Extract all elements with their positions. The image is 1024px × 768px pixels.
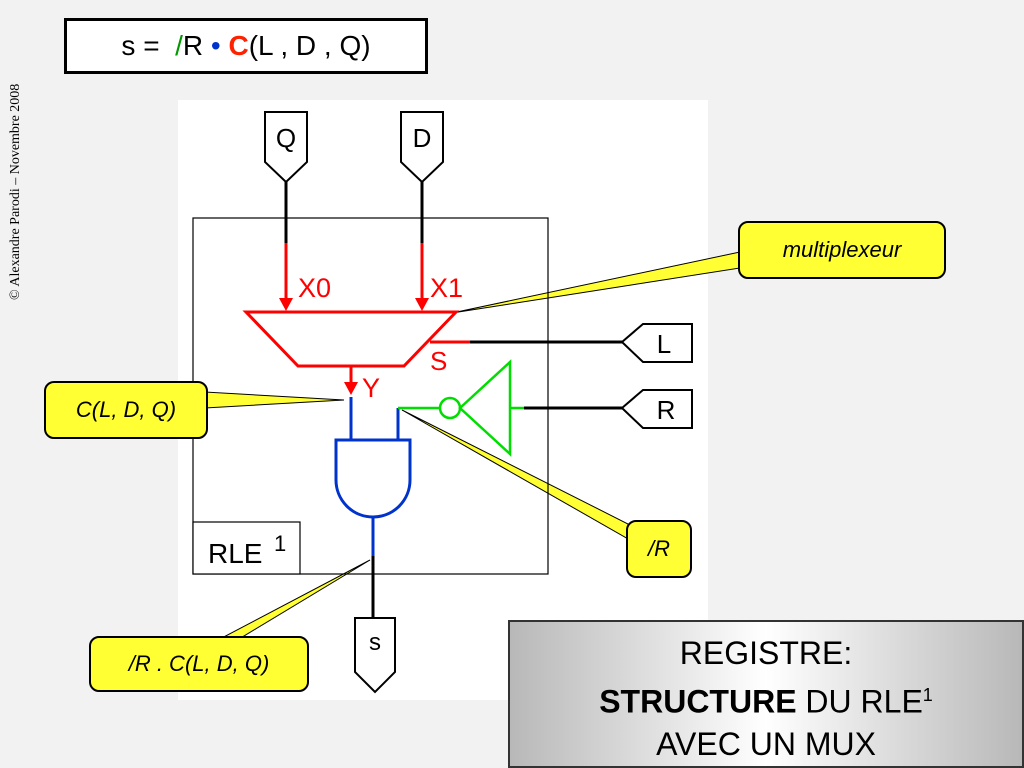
mux-x1-label: X1 xyxy=(430,273,463,303)
title-line1: REGISTRE: xyxy=(679,635,853,671)
formula-prefix: s = xyxy=(121,30,176,61)
title-line2-sup: 1 xyxy=(922,685,933,705)
input-l-label: L xyxy=(657,329,671,359)
mux-x0-label: X0 xyxy=(298,273,331,303)
mux-s-label: S xyxy=(430,346,447,376)
callout-and-out: /R . C(L, D, Q) xyxy=(89,636,309,692)
formula-args: (L , D , Q) xyxy=(248,30,371,61)
formula-c: C xyxy=(220,30,249,61)
rle-label-sup: 1 xyxy=(274,531,286,556)
input-r-label: R xyxy=(657,395,676,425)
formula-slash: / xyxy=(175,30,183,61)
rle-label: RLE xyxy=(208,538,262,569)
multiplexeur-pointer xyxy=(451,251,741,314)
multiplexer-shape xyxy=(242,310,460,368)
inverter-triangle xyxy=(458,359,512,457)
title-line2-rest: DU RLE xyxy=(796,683,923,720)
input-pin-l xyxy=(620,323,693,363)
input-q-label: Q xyxy=(276,123,296,153)
title-line2: STRUCTURE DU RLE1 xyxy=(510,674,1022,723)
title-line2-bold: STRUCTURE xyxy=(599,683,797,720)
formula-r: R xyxy=(182,30,211,61)
and-gate-shape xyxy=(334,438,412,519)
input-pin-q xyxy=(264,111,308,184)
mux-arrow-x0 xyxy=(279,298,293,311)
not-r-pointer xyxy=(401,409,631,541)
callout-not-r: /R xyxy=(626,520,692,578)
mux-y-label: Y xyxy=(362,373,380,403)
inverter-bubble xyxy=(438,396,462,420)
output-s-label: s xyxy=(369,629,381,656)
c-ldq-pointer xyxy=(204,391,345,409)
mux-arrow-y xyxy=(344,382,358,395)
formula-box: s = /R • C(L , D , Q) xyxy=(64,18,428,74)
callout-c-ldq: C(L, D, Q) xyxy=(44,381,208,439)
title-line3: AVEC UN MUX xyxy=(656,725,876,762)
input-pin-d xyxy=(400,111,444,184)
formula-dot: • xyxy=(210,30,221,61)
input-d-label: D xyxy=(413,123,432,153)
output-pin-s xyxy=(354,617,396,694)
callout-multiplexeur: multiplexeur xyxy=(738,221,946,279)
mux-arrow-x1 xyxy=(415,298,429,311)
input-pin-r xyxy=(620,389,693,429)
rle-label-box xyxy=(192,521,301,575)
title-box: REGISTRE: STRUCTURE DU RLE1 AVEC UN MUX xyxy=(508,620,1024,768)
